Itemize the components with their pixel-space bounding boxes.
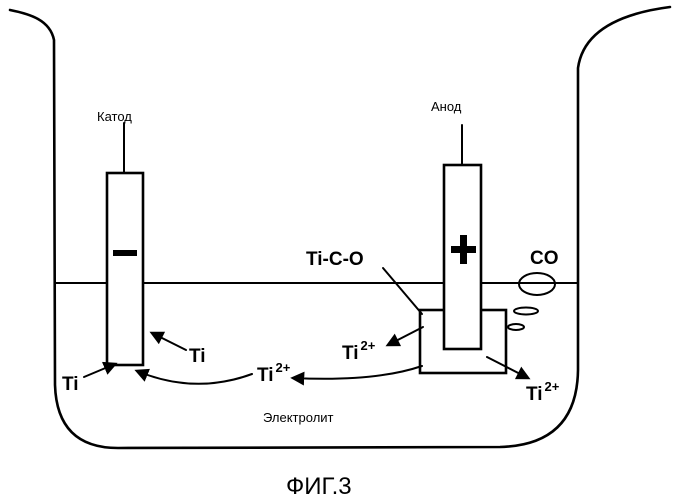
arrow-ti2-to-cathode — [134, 368, 253, 385]
electrolyte-label: Электролит — [263, 410, 334, 425]
co-bubble-large — [518, 272, 556, 296]
species-charge: 2+ — [545, 379, 560, 394]
cathode-electrode — [105, 171, 145, 367]
species-base: Ti — [189, 346, 206, 367]
cathode-label: Катод — [97, 109, 132, 124]
anode-plus-sign-v — [460, 235, 467, 264]
species-charge: 2+ — [361, 338, 376, 353]
figure-caption: ФИГ.3 — [286, 473, 352, 500]
species-base: Ti — [257, 365, 274, 386]
arrow-layer-to-ti2-middle — [290, 365, 423, 386]
species-base: Ti — [342, 343, 359, 364]
species-ti-cathode-right: Ti — [189, 346, 206, 367]
anode-label: Анод — [431, 99, 462, 114]
co-bubble-small — [507, 323, 525, 331]
arrow-layer-to-ti2-right — [486, 356, 531, 380]
arrow-layer-to-ti2-left — [385, 326, 424, 347]
species-base: Ti — [526, 384, 543, 405]
vessel-outline — [8, 5, 672, 450]
co-label: CO — [530, 248, 559, 269]
cathode-minus-sign — [113, 250, 137, 256]
species-ti-cathode-bottom: Ti — [62, 374, 79, 395]
species-charge: 2+ — [276, 360, 291, 375]
arrow-ti-to-cathode-side — [149, 331, 187, 351]
ti-c-o-leader-line — [382, 267, 423, 315]
arrow-ti-to-cathode-bottom — [83, 361, 118, 378]
co-bubble-medium — [513, 306, 539, 316]
species-base: Ti — [62, 374, 79, 395]
ti-c-o-label: Ti-C-O — [306, 249, 364, 270]
